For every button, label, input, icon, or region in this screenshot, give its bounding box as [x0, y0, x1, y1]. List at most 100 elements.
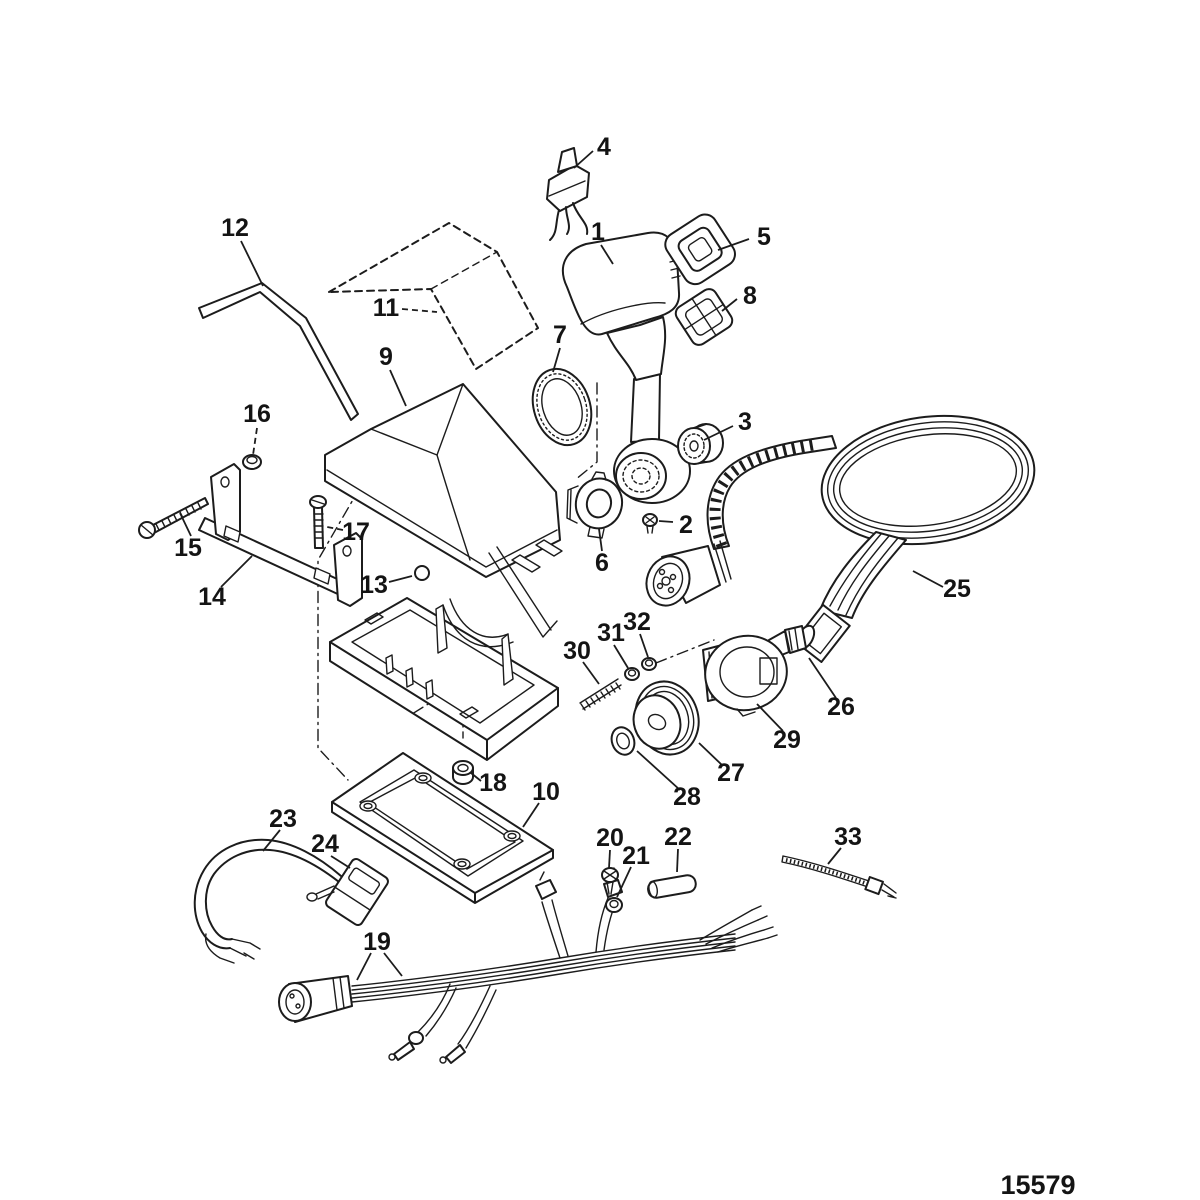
- callout-4: 4: [573, 133, 611, 169]
- svg-text:32: 32: [623, 608, 651, 636]
- housing-back-panel-edge: [488, 546, 558, 638]
- callout-3: 3: [703, 408, 752, 441]
- callout-15: 15: [174, 512, 202, 562]
- part-24-connector: [306, 857, 389, 927]
- callout-19: 19: [356, 928, 403, 981]
- svg-text:6: 6: [595, 549, 609, 577]
- callout-31: 31: [597, 619, 629, 669]
- callout-26: 26: [808, 657, 855, 721]
- svg-text:5: 5: [757, 223, 771, 251]
- callout-1: 1: [591, 218, 614, 265]
- part-26-switch-stud: [765, 603, 851, 663]
- part-10-gasket: [331, 752, 554, 904]
- callout-23: 23: [262, 805, 297, 852]
- svg-text:31: 31: [597, 619, 625, 647]
- svg-text:16: 16: [243, 400, 271, 428]
- part-31-nut: [624, 667, 640, 681]
- callout-32: 32: [623, 608, 651, 658]
- callout-30: 30: [563, 637, 600, 685]
- part-8-switch: [674, 288, 734, 346]
- callout-24: 24: [311, 830, 351, 869]
- svg-text:21: 21: [622, 842, 650, 870]
- part-20-screw: [601, 867, 619, 895]
- svg-text:22: 22: [664, 823, 692, 851]
- svg-text:33: 33: [834, 823, 862, 851]
- callout-28: 28: [636, 750, 701, 811]
- part-23-jumper-wire: [193, 838, 345, 964]
- callout-20: 20: [596, 824, 624, 869]
- svg-text:7: 7: [553, 321, 567, 349]
- svg-text:12: 12: [221, 214, 249, 242]
- callout-7: 7: [552, 321, 567, 373]
- callout-12: 12: [221, 214, 264, 287]
- svg-text:30: 30: [563, 637, 591, 665]
- callout-25: 25: [912, 570, 971, 603]
- svg-text:4: 4: [597, 133, 611, 161]
- callout-6: 6: [595, 528, 609, 577]
- part-1-control-handle: [561, 231, 691, 504]
- callout-21: 21: [616, 842, 650, 898]
- part-7-seal-ring: [531, 367, 593, 447]
- part-19-wiring-harness: [278, 867, 778, 1064]
- svg-text:3: 3: [738, 408, 752, 436]
- part-15-screw: [138, 497, 209, 539]
- part-12-link-rod: [198, 282, 359, 421]
- part-13-plug: [414, 565, 430, 581]
- svg-text:2: 2: [679, 511, 693, 539]
- svg-text:1: 1: [591, 218, 605, 246]
- callout-14: 14: [198, 555, 253, 611]
- svg-text:10: 10: [532, 778, 560, 806]
- part-29-lockout-cup: [702, 634, 788, 717]
- part-18-nut: [452, 760, 474, 785]
- callout-18: 18: [470, 769, 507, 797]
- part-21-nut: [605, 897, 623, 913]
- part-27-cable-drum: [632, 680, 700, 756]
- svg-text:17: 17: [342, 518, 370, 546]
- svg-text:11: 11: [373, 294, 400, 322]
- svg-text:14: 14: [198, 583, 226, 611]
- svg-text:13: 13: [360, 571, 388, 599]
- part-17-screw: [309, 495, 327, 549]
- part-6-clamp-ring: [566, 471, 624, 539]
- callout-33: 33: [827, 823, 862, 865]
- callout-10: 10: [522, 778, 560, 828]
- callout-2: 2: [658, 511, 693, 539]
- part-9-housing-cover: [324, 383, 563, 578]
- callout-17: 17: [326, 518, 370, 546]
- svg-text:29: 29: [773, 726, 801, 754]
- svg-text:19: 19: [363, 928, 391, 956]
- housing-base-tray: [329, 597, 559, 761]
- part-28-bushing: [610, 726, 636, 756]
- callout-5: 5: [717, 223, 771, 251]
- part-14-mounting-bracket: [198, 463, 363, 607]
- part-30-spring: [579, 678, 622, 711]
- part-16-nut: [242, 454, 262, 470]
- callout-11: 11: [373, 294, 438, 322]
- callout-27: 27: [698, 742, 745, 787]
- svg-text:28: 28: [673, 783, 701, 811]
- svg-text:18: 18: [479, 769, 507, 797]
- part-25-harness-cable: [645, 414, 1036, 619]
- svg-text:25: 25: [943, 575, 971, 603]
- svg-text:27: 27: [717, 759, 745, 787]
- svg-text:24: 24: [311, 830, 339, 858]
- part-2-screw: [642, 513, 658, 534]
- part-32-nut: [641, 657, 657, 671]
- svg-text:15: 15: [174, 534, 202, 562]
- callout-13: 13: [360, 571, 413, 599]
- part-11-cover-outline: [328, 222, 539, 370]
- part-22-sleeve: [647, 874, 697, 899]
- drawing-number: 15579: [1000, 1170, 1075, 1200]
- callout-8: 8: [721, 282, 757, 312]
- part-5-bezel: [664, 213, 736, 286]
- callouts: 1 2 3 4 5 6 7 8 9 10 11 12 13 14 15 16 1…: [174, 133, 971, 981]
- callout-9: 9: [379, 343, 407, 407]
- part-3-detent-knob: [677, 423, 724, 465]
- callout-22: 22: [664, 823, 692, 873]
- part-33-cable-tie: [781, 855, 897, 899]
- svg-text:8: 8: [743, 282, 757, 310]
- callout-29: 29: [756, 703, 801, 754]
